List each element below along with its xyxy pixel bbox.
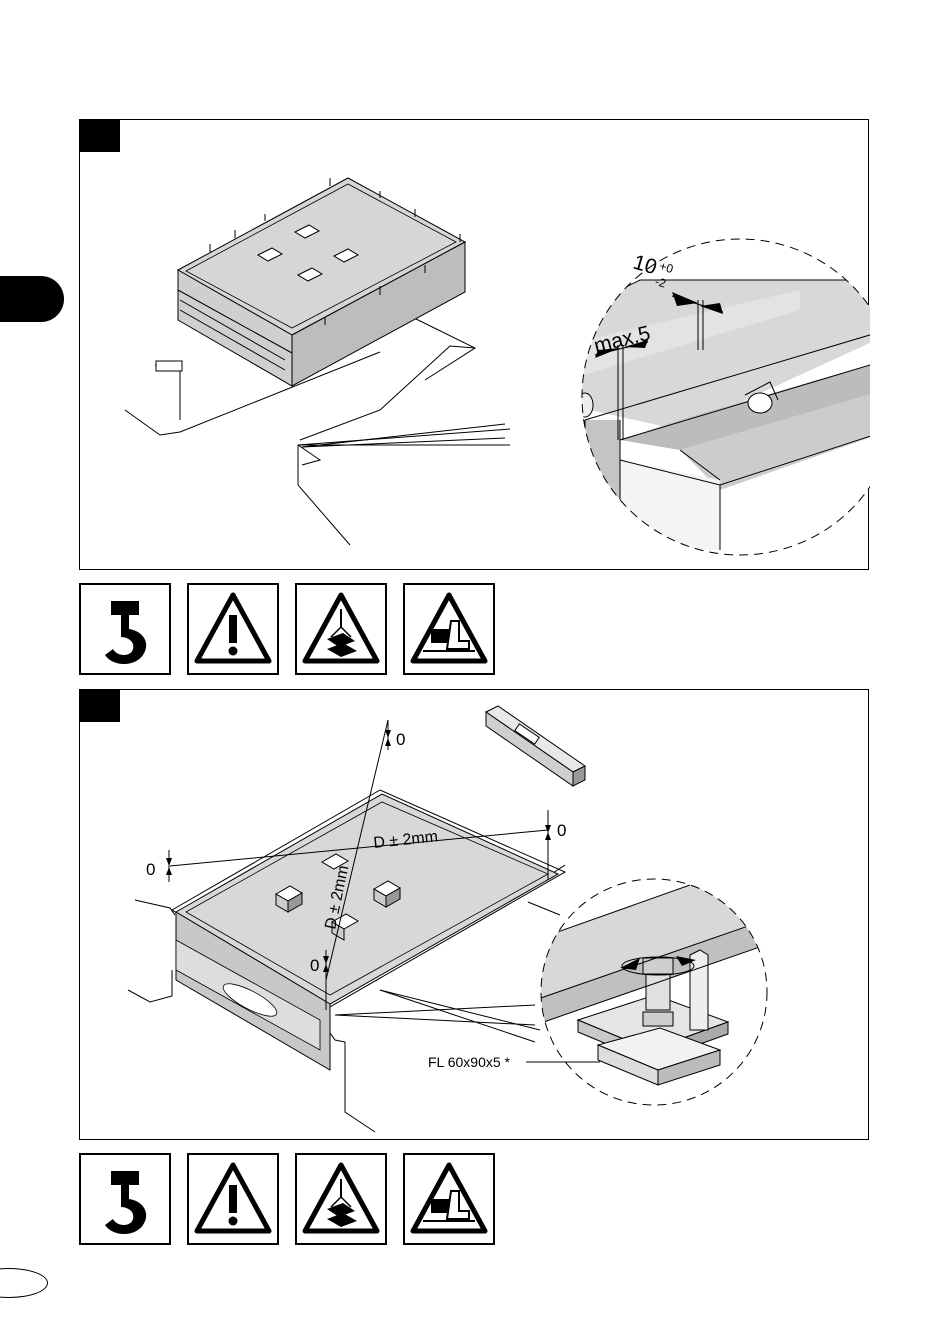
crane-hook-icon [79,1153,171,1245]
flat-bar-label: FL 60x90x5 * [428,1054,511,1070]
suspended-load-warning-icon [295,1153,387,1245]
level-mark-bottom: 0 [310,956,319,975]
general-warning-icon [187,1153,279,1245]
page-number-oval [0,1268,48,1298]
suspended-load-warning-icon [295,583,387,675]
crane-hook-icon [79,583,171,675]
safety-icons-row-2 [79,1153,499,1245]
crushing-foot-warning-icon [403,1153,495,1245]
chapter-thumb-tab [0,276,64,322]
level-mark-left: 0 [146,860,155,879]
figure-panel-1: 10 +0 -2 max.5 [79,119,869,570]
level-mark-right: 0 [557,821,566,840]
figure-panel-2: 0 0 0 0 D ± 2mm D ± 2mm [79,689,869,1140]
figure-1-drawing: 10 +0 -2 max.5 [80,120,870,571]
level-mark-top: 0 [396,730,405,749]
general-warning-icon [187,583,279,675]
figure-2-drawing: 0 0 0 0 D ± 2mm D ± 2mm [80,690,870,1141]
crushing-foot-warning-icon [403,583,495,675]
safety-icons-row-1 [79,583,499,675]
